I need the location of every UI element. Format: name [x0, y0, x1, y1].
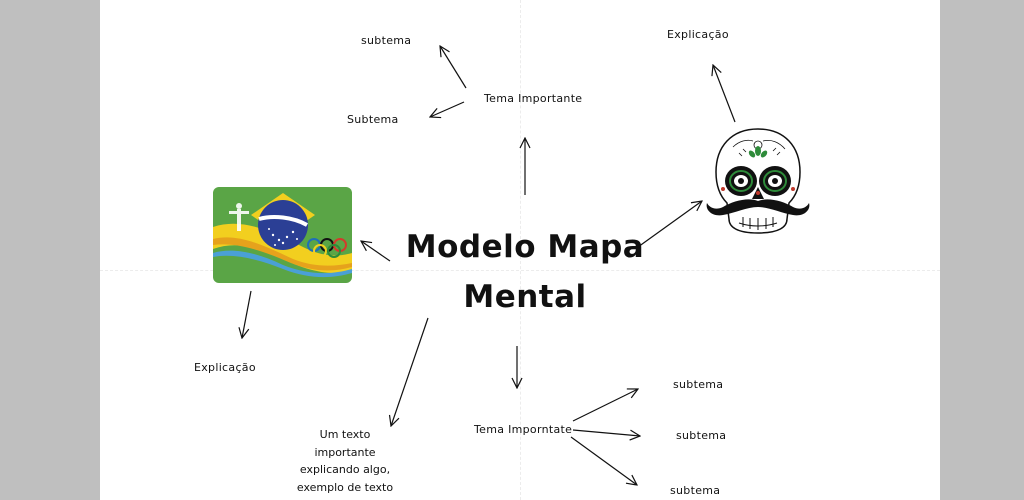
top-subtopic-1-label: subtema — [361, 34, 412, 47]
central-title: Modelo Mapa Mental — [405, 229, 645, 315]
vertical-guide — [520, 0, 521, 500]
arrow-flag-to-explanation — [242, 290, 252, 338]
bottom-subtopic-3-label: subtema — [670, 484, 721, 497]
top-topic-label: Tema Importante — [484, 92, 583, 105]
arrow-bottom-to-subtema-3 — [570, 436, 637, 485]
arrow-center-to-skull — [637, 201, 702, 248]
explanatory-text-block: Um texto importante explicando algo, exe… — [296, 428, 394, 494]
mind-map-page: Modelo Mapa Mental Tema Importante subte… — [100, 0, 940, 500]
arrow-skull-to-explanation — [713, 65, 736, 123]
top-subtopic-2-label: Subtema — [347, 113, 399, 126]
arrow-top-to-subtema — [440, 46, 467, 89]
connector-arrows — [100, 0, 736, 500]
brazil-olympic-flag-image — [213, 187, 352, 283]
arrow-bottom-to-subtema-1 — [572, 389, 638, 422]
arrow-center-to-text — [391, 317, 429, 426]
arrow-top-to-subtema-2 — [430, 101, 465, 117]
flag-explanation-label: Explicação — [194, 361, 256, 374]
arrow-center-to-flag — [361, 241, 391, 262]
bottom-topic-label: Tema Imporntate — [474, 423, 573, 436]
arrow-bottom-to-subtema-2 — [572, 429, 640, 436]
bottom-subtopic-1-label: subtema — [673, 378, 724, 391]
skull-explanation-label: Explicação — [667, 28, 729, 41]
sugar-skull-mustache-image — [703, 127, 813, 241]
bottom-subtopic-2-label: subtema — [676, 429, 727, 442]
